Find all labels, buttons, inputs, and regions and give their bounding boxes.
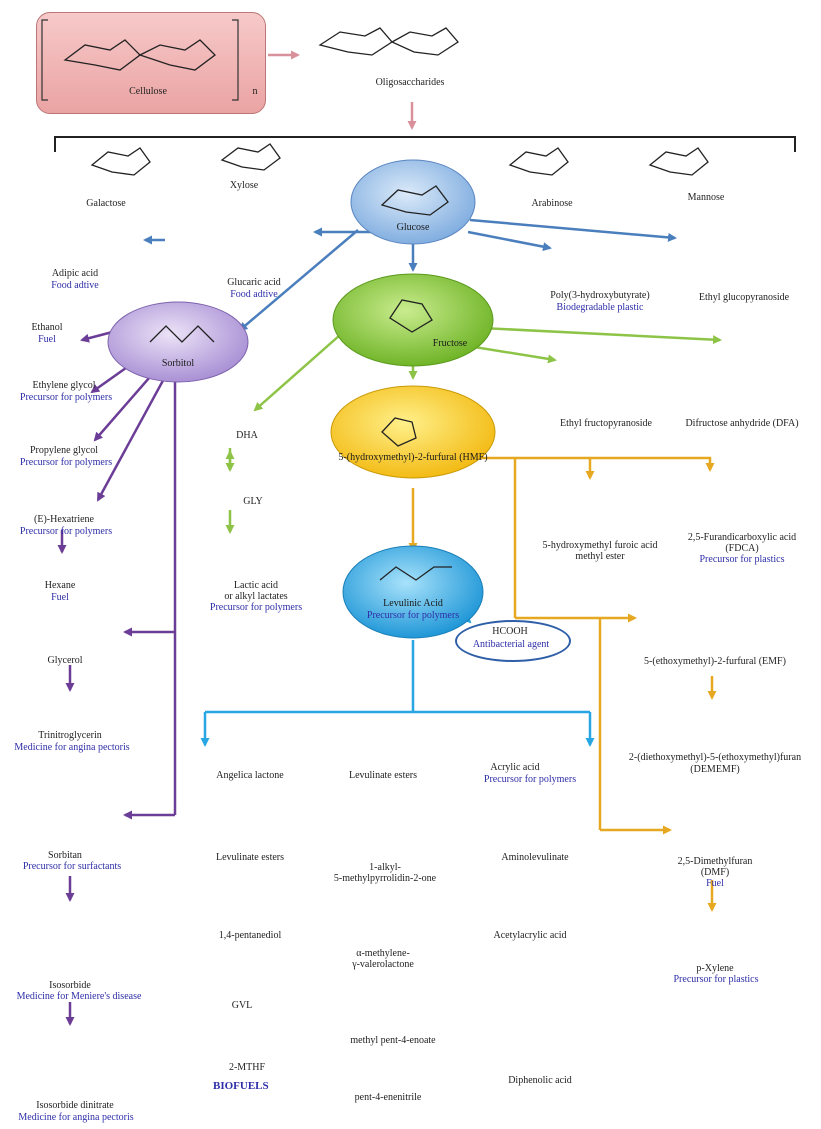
trinitroglycerin-label: Trinitroglycerin: [38, 730, 102, 741]
cellulose-label: Cellulose: [129, 86, 167, 97]
trinitroglycerin-use: Medicine for angina pectoris: [14, 742, 130, 753]
dmf-label-2: (DMF): [700, 867, 730, 878]
acrylic-acid-use: Precursor for polymers: [483, 774, 577, 785]
isosorbide-dinitrate-use: Medicine for angina pectoris: [18, 1112, 134, 1123]
galactose-label: Galactose: [86, 198, 126, 209]
levulinic-use: Precursor for polymers: [366, 610, 460, 621]
sorbitol-arrows: [57, 328, 177, 1026]
dmf-use: Fuel: [706, 878, 724, 889]
hmf-ellipse: [330, 385, 496, 479]
pentanediol-label: 1,4-pentanediol: [218, 930, 282, 941]
xylose-label: Xylose: [229, 180, 259, 191]
hcooh-ellipse: [455, 620, 571, 662]
isosorbide-dinitrate-label: Isosorbide dinitrate: [36, 1100, 114, 1111]
hexane-use: Fuel: [51, 592, 69, 603]
ethylene-glycol-use: Precursor for polymers: [19, 392, 113, 403]
cellulose-brackets: [41, 19, 239, 101]
methylene-label: α-methylene-: [356, 948, 410, 959]
demf-label-2: (DEMEMF): [690, 764, 740, 775]
ethanol-use: Fuel: [38, 334, 56, 345]
glucaric-acid-label: Glucaric acid: [227, 277, 281, 288]
hmf-ester-label: 5-hydroxymethyl furoic acid: [542, 540, 658, 551]
levulinate-esters-label: Levulinate esters: [215, 852, 285, 863]
fdca-label: 2,5-Furandicarboxylic acid: [687, 532, 797, 543]
diphenolic-label: Diphenolic acid: [508, 1075, 572, 1086]
propylene-glycol-use: Precursor for polymers: [19, 457, 113, 468]
monosaccharide-bracket: [54, 136, 796, 152]
lactic-acid-label: Lactic acid: [233, 580, 279, 591]
hexane-label: Hexane: [44, 580, 76, 591]
adipic-acid-use: Food adtive: [51, 280, 99, 291]
glucose-ellipse: [350, 159, 476, 245]
acetylacrylic-label: Acetylacrylic acid: [493, 930, 567, 941]
cellulose-arrows: [268, 50, 417, 130]
hcooh-label: HCOOH: [492, 626, 528, 637]
emf-label: 5-(ethoxymethyl)-2-furfural (EMF): [644, 656, 786, 667]
acrylic-acid-label: Acrylic acid: [490, 762, 540, 773]
fdca-label-2: (FDCA): [725, 543, 759, 554]
lactic-acid-use: Precursor for polymers: [209, 602, 303, 613]
sorbitol-label: Sorbitol: [161, 358, 195, 369]
hexatriene-label: (E)-Hexatriene: [34, 514, 94, 525]
ethylene-glycol-label: Ethylene glycol: [32, 380, 96, 391]
phb-label: Poly(3-hydroxybutyrate): [550, 290, 650, 301]
sorbitan-use: Precursor for surfactants: [22, 861, 122, 872]
pyrrolidone-label: 1-alkyl-: [369, 862, 401, 873]
levulinic-acid-label: Levulinic Acid: [383, 598, 443, 609]
gvl-label: GVL: [231, 1000, 253, 1011]
lactic-acid-label-2: or alkyl lactates: [224, 591, 288, 602]
glucose-arrows: [143, 218, 677, 332]
glycerol-label: Glycerol: [47, 655, 83, 666]
levulinic-ellipse: [342, 545, 484, 639]
propylene-glycol-label: Propylene glycol: [29, 445, 99, 456]
hmf-arrows: [408, 456, 717, 912]
arabinose-label: Arabinose: [531, 198, 573, 209]
hcooh-use: Antibacterial agent: [472, 639, 550, 650]
ethyl-fructopyranoside-label: Ethyl fructopyranoside: [560, 418, 652, 429]
phb-use: Biodegradable plastic: [556, 302, 644, 313]
isosorbide-label: Isosorbide: [49, 980, 91, 991]
methyl-pentenoate-label: methyl pent-4-enoate: [350, 1035, 436, 1046]
biofuels-label: BIOFUELS: [213, 1080, 269, 1092]
levulinate-esters-top-label: Levulinate esters: [348, 770, 418, 781]
repeat-marker: n: [252, 86, 258, 97]
demf-label: 2-(diethoxymethyl)-5-(ethoxymethyl)furan: [628, 752, 802, 763]
oligosaccharides-label: Oligosaccharides: [375, 77, 445, 88]
mannose-label: Mannose: [687, 192, 725, 203]
fructose-label: Fructose: [432, 338, 468, 349]
glucaric-acid-use: Food adtive: [230, 289, 278, 300]
pxylene-label: p-Xylene: [696, 963, 734, 974]
pentenenitrile-label: pent-4-enenitrile: [354, 1092, 422, 1103]
ethyl-glucopyranoside-label: Ethyl glucopyranoside: [698, 292, 790, 303]
sorbitol-ellipse: [107, 301, 249, 383]
mthf-label: 2-MTHF: [228, 1062, 266, 1073]
hmf-ester-label-2: methyl ester: [575, 551, 625, 562]
glucose-label: Glucose: [396, 222, 430, 233]
fructose-ellipse: [332, 273, 494, 367]
isosorbide-use: Medicine for Meniere's disease: [16, 991, 142, 1002]
pyrrolidone-label-2: 5-methylpyrrolidin-2-one: [333, 873, 437, 884]
hexatriene-use: Precursor for polymers: [19, 526, 113, 537]
angelica-lactone-label: Angelica lactone: [216, 770, 284, 781]
dmf-label: 2,5-Dimethylfuran: [677, 856, 753, 867]
dfa-label: Difructose anhydride (DFA): [685, 418, 799, 429]
adipic-acid-label: Adipic acid: [51, 268, 99, 279]
methylene-label-2: γ-valerolactone: [352, 959, 414, 970]
cellulose-box: [36, 12, 266, 114]
pxylene-use: Precursor for plastics: [673, 974, 759, 985]
hub-structures: [149, 185, 452, 581]
aminolevulinate-label: Aminolevulinate: [501, 852, 569, 863]
gly-label: GLY: [243, 496, 263, 507]
ethanol-label: Ethanol: [31, 322, 63, 333]
sorbitan-label: Sorbitan: [48, 850, 82, 861]
hmf-label: 5-(hydroxymethyl)-2-furfural (HMF): [338, 452, 488, 463]
fdca-use: Precursor for plastics: [699, 554, 785, 565]
dha-label: DHA: [236, 430, 258, 441]
